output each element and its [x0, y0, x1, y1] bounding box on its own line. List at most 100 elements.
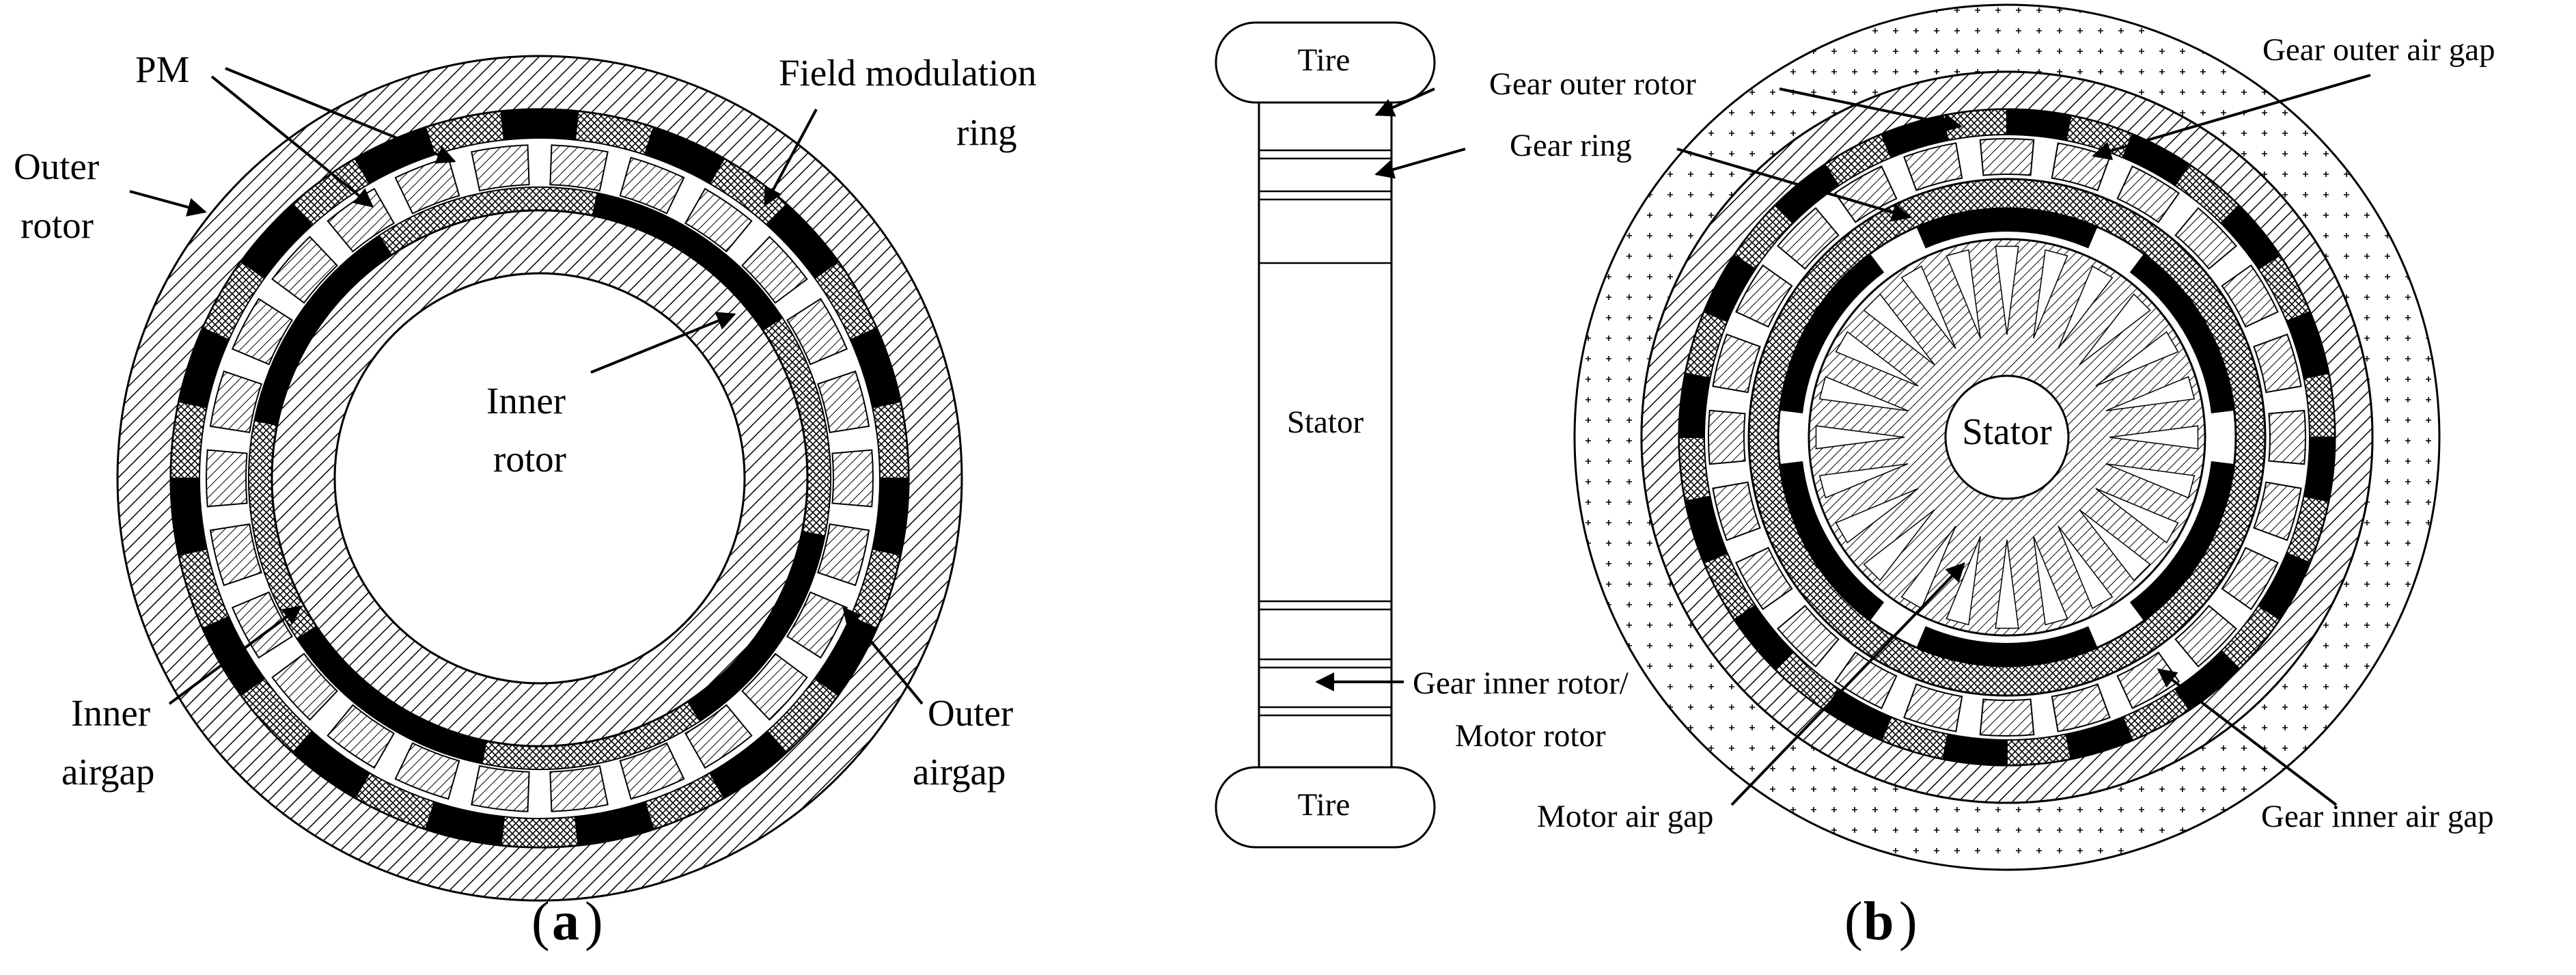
label-tire-bottom: Tire	[1298, 787, 1351, 823]
modulation-pole-piece	[327, 187, 396, 253]
label-gear-outer-air-gap: Gear outer air gap	[2262, 32, 2495, 68]
label-inner-airgap-2: airgap	[61, 751, 154, 793]
modulation-pole-piece	[394, 156, 460, 215]
stator-slot	[2079, 509, 2151, 581]
modulation-pole-piece	[231, 591, 293, 659]
caption-b-letter: b	[1864, 892, 1894, 952]
gear-ring-pole-piece	[1833, 165, 1898, 223]
gear-ring-pole-piece	[2221, 264, 2279, 328]
stator-slot	[1818, 463, 1909, 499]
label-stator-b: Stator	[1962, 411, 2051, 452]
gear-ring-pole-piece	[1903, 142, 1963, 191]
modulation-pole-piece	[786, 591, 848, 659]
modulation-pole-piece	[209, 370, 263, 434]
gear-ring-pole-piece	[2221, 547, 2279, 611]
gear-ring-pole-piece	[1979, 138, 2035, 176]
gear-ring-pole-piece	[1833, 651, 1898, 709]
gear-ring-pole-piece	[1903, 683, 1963, 732]
label-outer-rotor-2: rotor	[20, 204, 94, 246]
caption-b-close: )	[1899, 892, 1917, 952]
modulation-pole-piece	[816, 523, 870, 586]
outer-pm-segment	[500, 816, 579, 848]
modulation-pole-piece	[619, 742, 685, 800]
motor-rotor-pm	[2129, 461, 2235, 622]
gear-ring-pole-piece	[2253, 481, 2302, 541]
gear-ring-pole-piece	[1777, 605, 1840, 668]
caption-a-letter: a	[552, 892, 579, 952]
gear-ring-pole-piece	[1712, 481, 1761, 541]
label-gear-inner-rotor: Gear inner rotor/	[1413, 665, 1629, 701]
modulation-pole-piece	[549, 765, 609, 812]
stator-bore	[1944, 374, 2070, 500]
modulation-pole-piece	[816, 370, 870, 434]
modulation-pole-piece	[786, 297, 848, 366]
label-inner-rotor: Inner	[486, 380, 566, 422]
stator-slot	[1863, 509, 1935, 581]
modulation-pole-piece	[619, 156, 685, 215]
stator-slot	[1818, 376, 1909, 411]
label-outer-airgap: Outer	[928, 692, 1013, 734]
motor-rotor-pm	[2129, 253, 2235, 413]
stator-slot	[2105, 463, 2196, 499]
gear-ring-pole-piece	[2174, 207, 2237, 270]
motor-rotor-pm	[1916, 626, 2098, 667]
stator-slot	[2109, 425, 2199, 450]
modulation-pole-piece	[271, 236, 338, 304]
gear-ring-pole-piece	[2253, 333, 2302, 394]
modulation-pole-piece	[471, 765, 530, 812]
stator-slot	[2033, 249, 2068, 339]
label-stator-side: Stator	[1287, 404, 1364, 440]
label-outer-rotor: Outer	[14, 146, 99, 187]
modulation-pole-piece	[741, 236, 808, 304]
stator-slot	[1995, 245, 2019, 335]
stator-slot	[2095, 488, 2179, 544]
stator-slot	[1995, 539, 2019, 629]
gear-ring-pole-piece	[2116, 651, 2180, 709]
wheel-layer-lines	[1259, 149, 1391, 717]
label-field-modulation: Field modulation	[779, 52, 1036, 94]
motor-rotor-pm	[1779, 253, 1885, 413]
label-gear-outer-rotor: Gear outer rotor	[1489, 66, 1696, 102]
outer-pm-segment	[500, 109, 579, 141]
leader-arrows-a	[129, 67, 924, 705]
gear-inner-rotor-ring	[1747, 178, 2267, 697]
label-inner-airgap: Inner	[71, 692, 150, 734]
label-pm: PM	[135, 49, 190, 90]
label-tire-top: Tire	[1298, 42, 1351, 78]
gear-ring-pole-piece	[1979, 698, 2035, 737]
caption-b-open: (	[1844, 892, 1863, 952]
stator-slot	[1945, 249, 1981, 339]
modulation-pole-piece	[831, 449, 874, 508]
gear-ring-pole-piece	[2116, 165, 2180, 223]
caption-a-open: (	[531, 892, 550, 952]
wheel-body	[1258, 101, 1393, 769]
modulation-pole-piece	[327, 704, 396, 769]
stator-slot	[1863, 293, 1935, 366]
gear-ring-pole-piece	[1712, 333, 1761, 394]
stator-slot	[2095, 331, 2179, 387]
motor-rotor-pm	[1779, 461, 1885, 622]
outer-pm-segment	[871, 400, 910, 479]
gear-ring-pole-piece	[1708, 409, 1746, 465]
label-motor-air-gap: Motor air gap	[1537, 799, 1713, 834]
modulation-pole-piece	[741, 653, 808, 721]
gear-ring-pole-piece	[2051, 683, 2111, 732]
side-view: Tire Tire Stator	[1215, 21, 1436, 849]
stator-slot	[2058, 265, 2114, 349]
motor-rotor-pm	[1916, 208, 2098, 249]
panel-b: Gear outer rotor Gear ring Gear outer ai…	[1315, 3, 2495, 952]
modulation-pole-piece	[549, 144, 609, 192]
modulation-pole-piece	[271, 653, 338, 721]
magnetic-gear-a	[116, 55, 963, 902]
label-inner-rotor-2: rotor	[493, 438, 566, 480]
panel-a: PM Field modulation ring Outer rotor Inn…	[14, 49, 1036, 952]
label-ring: ring	[956, 111, 1017, 153]
stator-slot	[2079, 293, 2151, 366]
inner-bore	[333, 272, 746, 685]
modulation-pole-piece	[206, 449, 248, 508]
caption-a-close: )	[585, 892, 603, 952]
label-outer-airgap-2: airgap	[913, 751, 1006, 793]
stator-slot	[1900, 525, 1956, 609]
stator-slot	[2033, 536, 2068, 626]
